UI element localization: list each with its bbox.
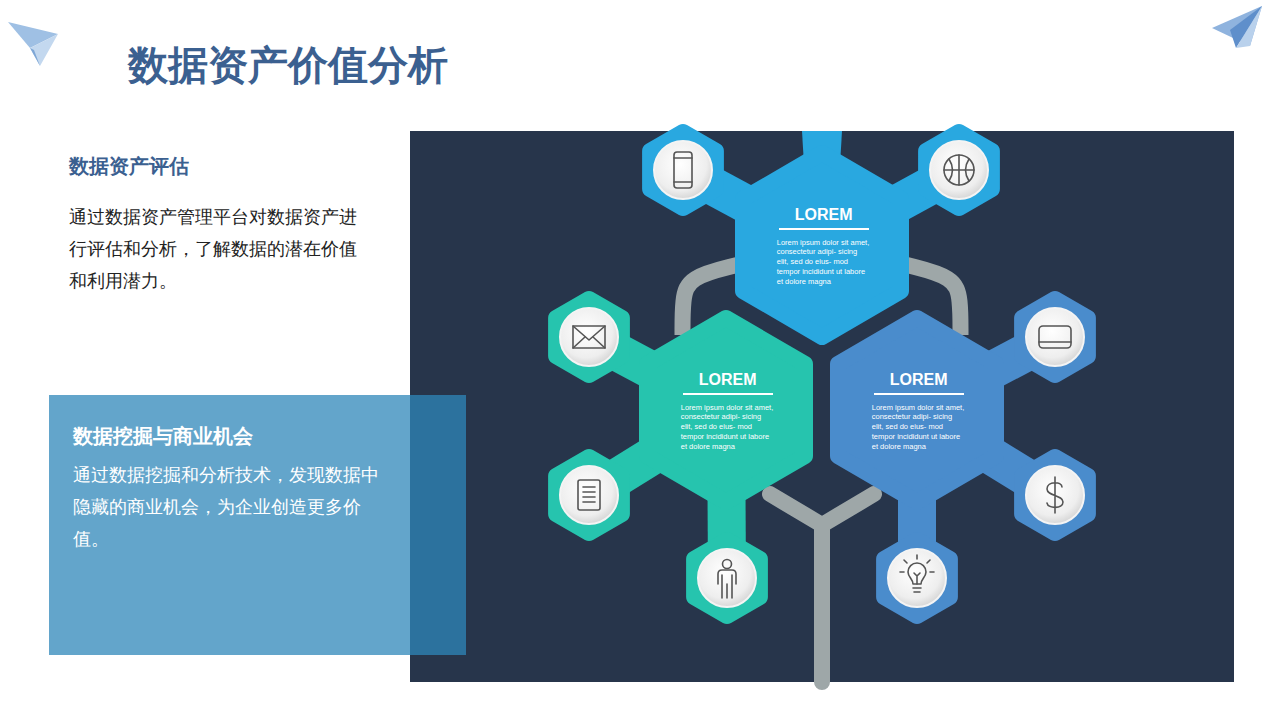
hexagon-node: LOREM Lorem ipsum dolor sit amet, consect… xyxy=(735,145,909,345)
panel-heading: 数据挖掘与商业机会 xyxy=(73,423,394,449)
hex-heading: LOREM xyxy=(872,370,966,390)
hex-body: Lorem ipsum dolor sit amet, consectetur … xyxy=(872,403,966,452)
hexagon-node: LOREM Lorem ipsum dolor sit amet, consect… xyxy=(830,310,1004,510)
dark-panel xyxy=(410,131,1234,682)
bulb-icon xyxy=(900,555,934,592)
paper-plane xyxy=(8,22,58,66)
heading-rule xyxy=(779,228,869,230)
hex-body: Lorem ipsum dolor sit amet, consectetur … xyxy=(681,403,775,452)
panel-body: 通过数据挖掘和分析技术，发现数据中隐藏的商业机会，为企业创造更多价值。 xyxy=(73,459,394,555)
dollar-icon xyxy=(1047,477,1063,513)
hex-heading: LOREM xyxy=(777,205,871,225)
screen-icon xyxy=(1039,326,1071,348)
phone-icon xyxy=(674,152,692,188)
ball-icon xyxy=(944,155,974,185)
section-body: 通过数据资产管理平台对数据资产进行评估和分析，了解数据的潜在价值和利用潜力。 xyxy=(69,201,369,297)
hexagon-node: LOREM Lorem ipsum dolor sit amet, consect… xyxy=(639,310,813,510)
heading-rule xyxy=(683,393,773,395)
person-icon xyxy=(718,560,736,599)
mail-icon xyxy=(573,326,605,348)
tree-trunk xyxy=(770,494,874,682)
text-panel: 数据挖掘与商业机会通过数据挖掘和分析技术，发现数据中隐藏的商业机会，为企业创造更… xyxy=(49,395,466,655)
doc-icon xyxy=(578,480,600,510)
slide-title: 数据资产价值分析 xyxy=(128,38,448,93)
section-heading: 数据资产评估 xyxy=(69,151,389,181)
hex-heading: LOREM xyxy=(681,370,775,390)
hex-body: Lorem ipsum dolor sit amet, consectetur … xyxy=(777,238,871,287)
heading-rule xyxy=(874,393,964,395)
paper-plane xyxy=(1212,6,1262,48)
